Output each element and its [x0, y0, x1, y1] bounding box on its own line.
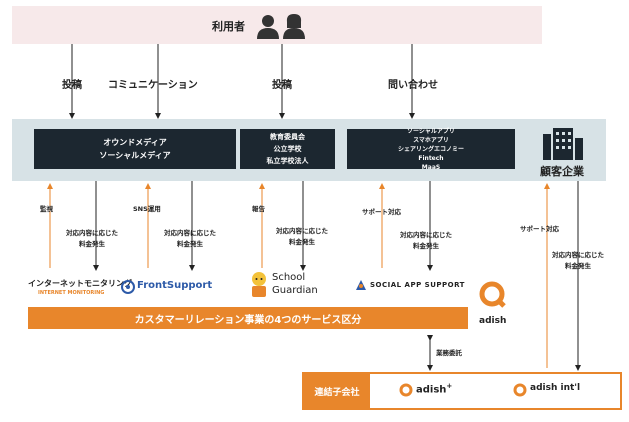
label-post-2: 投稿 [272, 80, 292, 91]
client-box-apps-line2: スマホアプリ [413, 136, 449, 144]
brand-guardian: Guardian [272, 285, 318, 296]
frontsupport-icon [121, 280, 135, 294]
label-fee-4-line1: 対応内容に応じた [400, 231, 452, 239]
client-company-label: 顧客企業 [540, 165, 584, 178]
label-support-1: サポート対応 [362, 208, 401, 216]
client-box-media: オウンドメディア ソーシャルメディア [34, 129, 236, 169]
client-box-apps-line5: MaaS [421, 163, 441, 171]
brand-adish-plus-text: adish [416, 384, 447, 396]
label-fee-4-line2: 料金発生 [413, 242, 439, 250]
building-icon [543, 128, 583, 160]
client-box-media-line1: オウンドメディア [103, 138, 167, 147]
user-male-icon [257, 15, 279, 39]
label-fee-1-line2: 料金発生 [79, 240, 105, 248]
label-fee-2-line1: 対応内容に応じた [164, 229, 216, 237]
brand-adish-intl: adish int'l [530, 383, 581, 393]
brand-school: School [272, 272, 306, 283]
adish-logo-icon [479, 281, 506, 308]
label-fee-5-line1: 対応内容に応じた [552, 251, 604, 259]
brand-internet-monitoring: インターネットモニタリング [28, 279, 132, 288]
service-category-bar: カスタマーリレーション事業の4つのサービス区分 [28, 307, 468, 329]
brand-adish-plus: adish+ [416, 382, 452, 395]
adish-plus-icon [399, 383, 413, 397]
social-app-support-icon [356, 280, 366, 290]
label-inquiry: 問い合わせ [388, 80, 438, 91]
brand-social-app-support: SOCIAL APP SUPPORT [370, 281, 465, 289]
subsidiary-label: 連結子会社 [304, 374, 370, 408]
label-fee-3: 対応内容に応じた 料金発生 [276, 226, 328, 248]
label-sns: SNS運用 [133, 205, 161, 213]
brand-frontsupport: FrontSupport [137, 280, 213, 291]
brand-internet-monitoring-sub: INTERNET MONITORING [38, 290, 105, 296]
label-fee-4: 対応内容に応じた 料金発生 [400, 230, 452, 252]
label-fee-1: 対応内容に応じた 料金発生 [66, 228, 118, 250]
label-fee-5-line2: 料金発生 [565, 262, 591, 270]
label-support-2: サポート対応 [520, 225, 559, 233]
client-box-apps-line4: Fintech [418, 154, 444, 162]
client-box-education: 教育委員会 公立学校 私立学校法人 [240, 129, 335, 169]
label-monitoring: 監視 [40, 205, 53, 213]
client-box-education-line3: 私立学校法人 [266, 157, 309, 165]
client-box-education-line1: 教育委員会 [270, 133, 305, 141]
client-box-apps: ソーシャルアプリ スマホアプリ シェアリングエコノミー Fintech MaaS [347, 127, 515, 171]
label-fee-2: 対応内容に応じた 料金発生 [164, 228, 216, 250]
users-label: 利用者 [212, 20, 245, 33]
adish-intl-icon [513, 383, 527, 397]
label-outsourcing: 業務委託 [436, 349, 462, 357]
label-fee-5: 対応内容に応じた 料金発生 [552, 250, 604, 272]
client-box-media-line2: ソーシャルメディア [99, 151, 171, 160]
label-fee-3-line2: 料金発生 [289, 238, 315, 246]
label-fee-1-line1: 対応内容に応じた [66, 229, 118, 237]
label-post-1: 投稿 [62, 80, 82, 91]
label-fee-3-line1: 対応内容に応じた [276, 227, 328, 235]
school-guardian-mascot-icon [252, 272, 266, 297]
brand-adish-plus-sup: + [446, 382, 453, 390]
label-communication: コミュニケーション [108, 80, 198, 91]
brand-adish: adish [479, 316, 507, 326]
user-female-icon [283, 14, 305, 39]
client-box-education-line2: 公立学校 [273, 145, 302, 153]
client-box-apps-line1: ソーシャルアプリ [407, 127, 455, 135]
client-box-apps-line3: シェアリングエコノミー [397, 145, 464, 153]
users-icon [257, 14, 305, 39]
label-fee-2-line2: 料金発生 [177, 240, 203, 248]
label-report: 報告 [252, 205, 265, 213]
